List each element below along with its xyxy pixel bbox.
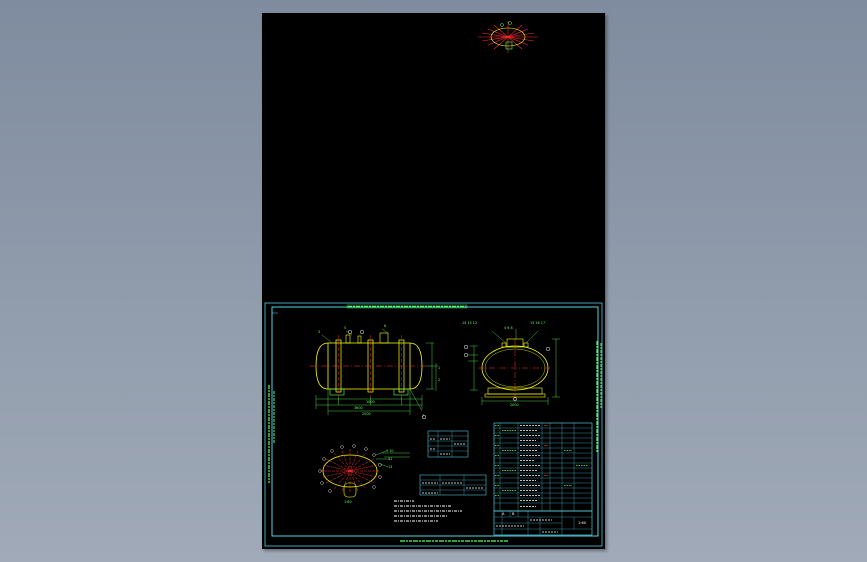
left-vertical-notes [268, 385, 275, 483]
svg-text:1000: 1000 [366, 400, 375, 404]
nozzle-table [427, 430, 469, 458]
drawing-sheet[interactable]: 3 5 6 1000 3600 2500 1 2 7 [262, 13, 605, 549]
svg-text:2000: 2000 [510, 403, 519, 407]
cad-drawing-canvas: 3 5 6 1000 3600 2500 1 2 7 [264, 21, 603, 547]
svg-text:13: 13 [388, 465, 392, 469]
top-margin-labels [346, 304, 468, 309]
title-scale-label: 1:60 [578, 521, 587, 525]
svg-text:11: 11 [388, 457, 392, 461]
bill-of-materials-table [493, 422, 593, 512]
svg-text:3: 3 [318, 330, 320, 334]
svg-text:3600: 3600 [354, 406, 363, 410]
svg-text:6: 6 [384, 324, 386, 328]
technical-requirements-notes [394, 474, 487, 522]
title-stamp-b: B [512, 512, 515, 516]
top-detail-view [478, 21, 538, 53]
svg-text:1:60: 1:60 [344, 500, 352, 504]
end-view-top-label: 4 6 8 [504, 326, 513, 330]
end-view-left-label: 14 15 12 [462, 321, 477, 325]
nozzle-orientation-view: 9 10 11 13 1:60 [318, 444, 410, 504]
svg-text:2: 2 [438, 378, 440, 382]
vessel-end-view: 14 15 12 4 6 8 15 16 17 2000 [462, 321, 560, 407]
svg-text:9 10: 9 10 [386, 449, 394, 453]
vessel-side-view: 3 5 6 1000 3600 2500 1 2 7 [310, 324, 440, 420]
svg-text:2500: 2500 [362, 412, 371, 416]
title-stamp-a: A [502, 512, 505, 516]
title-block: A B 1:60 [493, 510, 593, 536]
drawing-frame [264, 302, 603, 547]
right-vertical-notes [596, 341, 602, 453]
svg-text:7: 7 [422, 414, 424, 418]
end-view-right-label: 15 16 17 [530, 321, 545, 325]
svg-text:1: 1 [438, 366, 440, 370]
svg-text:5: 5 [344, 326, 346, 330]
